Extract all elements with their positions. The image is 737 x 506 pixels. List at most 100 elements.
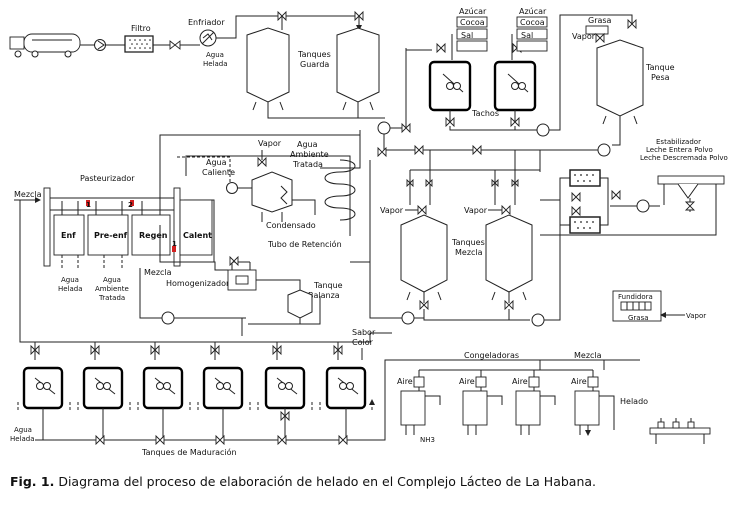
- pasteurizer-plates: [43, 187, 215, 267]
- steam-label-past: Vapor: [258, 139, 282, 148]
- chilled-water-label-top: Agua Helada: [203, 51, 228, 68]
- flavor-color-label: Sabor Color: [352, 328, 378, 347]
- weighing-tank-label: Tanque Pesa: [645, 63, 677, 82]
- maturation-tank-2: [82, 366, 124, 410]
- sugar-label-1: Azúcar: [459, 7, 487, 16]
- freezer-4: [574, 376, 615, 426]
- hot-water-label: Agua Caliente: [202, 158, 235, 177]
- mix-label-homog: Mezcla: [144, 268, 172, 277]
- pump-icon: [226, 182, 238, 194]
- air-label-4: Aire: [571, 377, 587, 386]
- valve-icon: [419, 299, 514, 311]
- fat-melter: [612, 290, 662, 322]
- pasteurizer-label: Pasteurizador: [80, 174, 135, 183]
- sugar-label-2: Azúcar: [519, 7, 547, 16]
- condensate-label: Condensado: [266, 221, 316, 230]
- pump-icon: [636, 199, 650, 213]
- ingredient-hopper-sugar-2: [516, 16, 548, 52]
- valve-icon: [595, 18, 637, 44]
- section-heat: Calent: [183, 231, 212, 240]
- cocoa-label-2: Cocoa: [520, 18, 545, 27]
- filling-station: [649, 418, 711, 444]
- section-precool: Pre-enf: [94, 231, 128, 240]
- ice-cream-process-diagram: Filtro Enfriador Agua Helada Tanques Gua…: [9, 7, 728, 457]
- maturation-tank-4: [202, 366, 244, 410]
- balance-tank-label: Tanque Balanza: [308, 281, 345, 300]
- mix-label-left: Mezcla: [14, 190, 42, 199]
- valve-icon: [571, 191, 581, 217]
- valve-icon: [684, 201, 696, 211]
- homogenizer-label: Homogenizador: [166, 279, 230, 288]
- pump-icon: [161, 311, 175, 325]
- salt-label-2: Sal: [521, 31, 533, 40]
- mixing-tanks-label: Tanques Mezcla: [451, 238, 487, 257]
- mixing-tank-2: [485, 214, 533, 301]
- fat-hopper: [585, 25, 609, 35]
- ammonia-label: NH3: [420, 436, 435, 444]
- valve-icon: [406, 178, 519, 188]
- mixing-kettle-2: [493, 60, 537, 122]
- maturation-tanks-label: Tanques de Maduración: [141, 447, 237, 457]
- valve-icon: [417, 204, 511, 216]
- milk-tanker-truck-icon: [9, 33, 81, 58]
- valve-icon: [445, 116, 520, 128]
- maturation-tank-3: [142, 366, 184, 410]
- ingredient-hopper-sugar-1: [456, 16, 488, 52]
- cooler-label: Enfriador: [188, 18, 225, 27]
- balance-tank: [287, 289, 313, 319]
- maturation-valves: [30, 344, 343, 356]
- chilled-water-label-bottom: Agua Helada: [10, 426, 35, 443]
- retention-tube: [320, 130, 361, 221]
- valve-icon: [611, 189, 621, 201]
- section-regen: Regen: [139, 231, 168, 240]
- freezer-2: [462, 376, 503, 426]
- figure-caption-label: Fig. 1.: [10, 474, 55, 489]
- freezer-1: [400, 376, 441, 426]
- storage-tank-1: [246, 27, 290, 111]
- fat-melter-label: Fundidora Grasa: [618, 293, 655, 322]
- valve-icon: [257, 156, 267, 168]
- salt-label-1: Sal: [461, 31, 473, 40]
- storage-tanks-label: Tanques Guarda: [297, 50, 333, 69]
- section-number-2: 2: [128, 201, 133, 209]
- filter-label: Filtro: [131, 24, 151, 33]
- treated-water-label-past: Agua Ambiente Tratada: [290, 140, 331, 169]
- bottom-valves: [95, 410, 348, 446]
- cooler-heat-exchanger-icon: [199, 29, 217, 47]
- freezers-label: Congeladoras: [464, 351, 519, 360]
- valve-icon: [377, 144, 482, 158]
- filter-icon: [569, 169, 601, 234]
- pump-icon: [597, 143, 611, 157]
- powder-hopper: [657, 175, 725, 212]
- mixing-tank-1: [400, 214, 448, 301]
- treated-water-label-bottom: Agua Ambiente Tratada: [95, 276, 131, 302]
- filter-icon: [124, 35, 154, 53]
- retention-tube-label: Tubo de Retención: [267, 239, 342, 249]
- weighing-tank: [596, 39, 644, 125]
- valve-icon: [169, 40, 181, 50]
- stabilizer-label: Estabilizador Leche Entera Polvo Leche D…: [640, 138, 728, 162]
- maturation-tank-1: [22, 366, 64, 410]
- fat-label-top: Grasa: [588, 16, 612, 25]
- storage-tank-2: [336, 27, 380, 111]
- pump-icon: [377, 121, 391, 135]
- steam-label-top: Vapor: [572, 32, 596, 41]
- homogenizer: [227, 261, 257, 291]
- kettles-label: Tachos: [471, 109, 499, 118]
- steam-label-mix2: Vapor: [464, 206, 488, 215]
- pump-icon: [536, 123, 550, 137]
- maturation-tank-6: [325, 366, 367, 410]
- mix-label-freezer: Mezcla: [574, 351, 602, 360]
- section-number-1: 1: [86, 201, 91, 209]
- maturation-tank-5: [264, 366, 306, 410]
- steam-label-melter: Vapor: [686, 312, 706, 320]
- steam-label-mix1: Vapor: [380, 206, 404, 215]
- figure-caption-text: Diagrama del proceso de elaboración de h…: [58, 474, 597, 489]
- air-label-1: Aire: [397, 377, 413, 386]
- mixing-kettle-1: [428, 60, 472, 122]
- pump-icon: [94, 39, 106, 51]
- section-cool: Enf: [61, 231, 76, 240]
- section-number-3: 1: [172, 240, 177, 248]
- air-label-3: Aire: [512, 377, 528, 386]
- figure-caption: Fig. 1. Diagrama del proceso de elaborac…: [10, 474, 730, 489]
